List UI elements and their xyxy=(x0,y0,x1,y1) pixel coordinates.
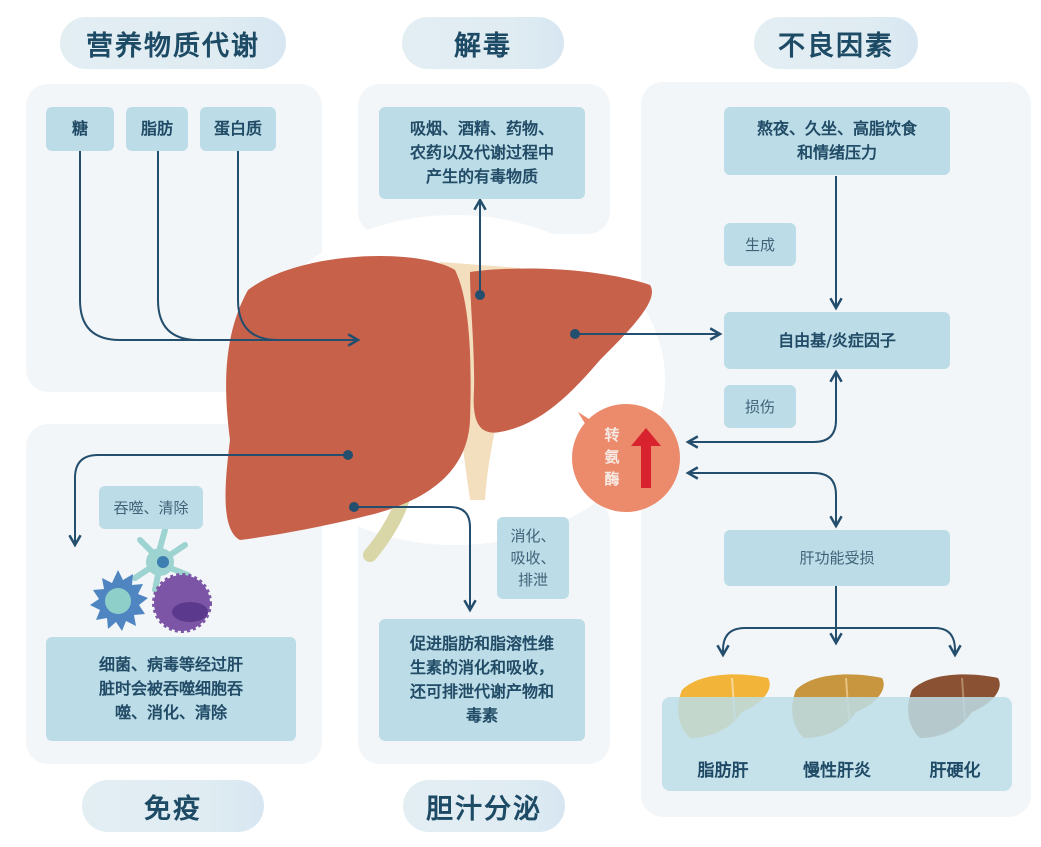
sugar-box: 糖 xyxy=(46,107,114,151)
badge-to-damage-connector xyxy=(685,466,843,529)
macrophage-icon xyxy=(132,527,191,593)
liver-bottom-dot xyxy=(349,502,359,512)
metabolism-title: 营养物质代谢 xyxy=(60,17,286,69)
disease-strip xyxy=(662,697,1012,791)
liver-right-lobe xyxy=(225,256,471,540)
increase-arrow-icon xyxy=(631,428,661,488)
transaminase-label: 转 氨 酶 xyxy=(604,426,620,488)
transaminase-badge xyxy=(572,404,680,512)
causes-box: 熬夜、久坐、高脂饮食 和情绪压力 xyxy=(724,107,950,175)
immunity-title: 免疫 xyxy=(82,780,264,832)
sugar-connector xyxy=(79,150,361,347)
immunity-description-box: 细菌、病毒等经过肝 脏时会被吞噬细胞吞 噬、消化、清除 xyxy=(46,637,296,741)
risk-factors-title: 不良因素 xyxy=(754,17,918,69)
bile-connector xyxy=(354,506,477,613)
liver-lower-dot xyxy=(343,450,353,460)
generate-label: 生成 xyxy=(724,223,796,266)
damage-connector xyxy=(685,369,843,449)
fat-connector xyxy=(157,150,358,341)
liver-left-lobe xyxy=(470,268,652,433)
damage-to-fatty-connector xyxy=(716,627,836,658)
fatty-liver-label: 脂肪肝 xyxy=(697,761,749,781)
protein-connector xyxy=(237,150,358,341)
phagocytosis-label: 吞噬、清除 xyxy=(99,486,203,529)
cirrhosis-label: 肝硬化 xyxy=(929,761,981,781)
free-radicals-box: 自由基/炎症因子 xyxy=(724,312,950,369)
protein-box: 蛋白质 xyxy=(200,107,276,151)
chronic-hepatitis-label: 慢性肝炎 xyxy=(803,761,871,781)
bile-description-box: 促进脂肪和脂溶性维 生素的消化和吸收， 还可排泄代谢产物和 毒素 xyxy=(379,619,585,741)
detox-title: 解毒 xyxy=(402,17,564,69)
purple-cell-icon xyxy=(152,573,212,633)
damage-to-cirrhosis-connector xyxy=(836,627,962,658)
immune-cells-illustration xyxy=(90,527,212,633)
detox-dot xyxy=(475,290,485,300)
toxins-box: 吸烟、酒精、药物、 农药以及代谢过程中 产生的有毒物质 xyxy=(379,107,585,199)
bile-title: 胆汁分泌 xyxy=(403,780,565,832)
fat-box: 脂肪 xyxy=(126,107,188,151)
liver-damage-box: 肝功能受损 xyxy=(724,530,950,586)
damage-label: 损伤 xyxy=(724,385,796,428)
digestion-label: 消化、 吸收、 排泄 xyxy=(497,517,569,599)
immunity-connector xyxy=(68,454,348,548)
liver-right-dot xyxy=(570,329,580,339)
spiky-cell-icon xyxy=(90,570,148,631)
